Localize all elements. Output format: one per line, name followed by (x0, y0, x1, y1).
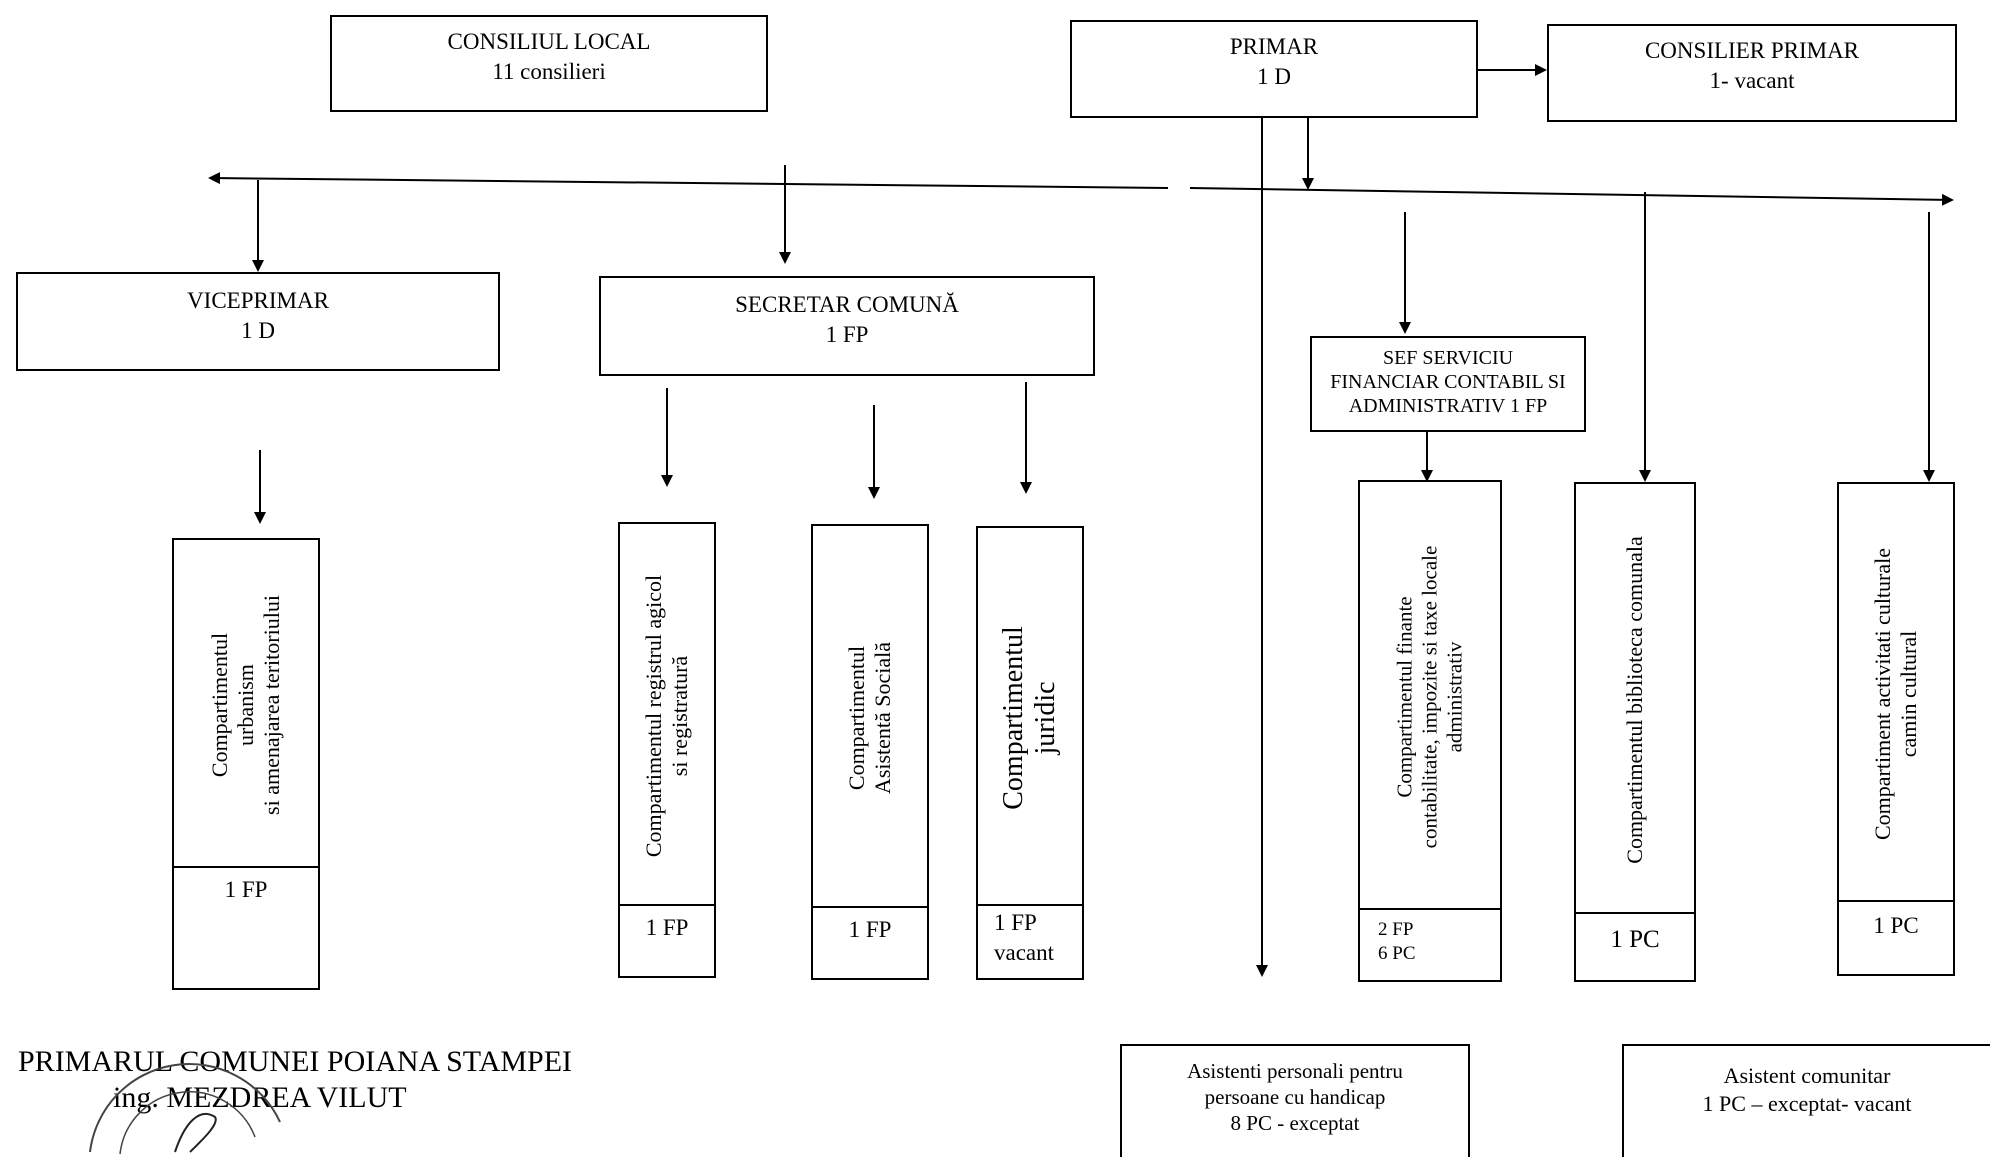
vicemayor-box: VICEPRIMAR 1 D (16, 272, 500, 371)
advisor-box: CONSILIER PRIMAR 1- vacant (1547, 24, 1957, 122)
dept-label-line: urbanism (233, 664, 258, 746)
finance-head-line3: ADMINISTRATIV 1 FP (1348, 395, 1548, 417)
signature-block: PRIMARUL COMUNEI POIANA STAMPEI ing. MEZ… (18, 1044, 572, 1116)
dept-staff: 1 FP (813, 906, 927, 978)
dept-label-line: administrativ (1442, 641, 1467, 753)
staff-status: vacant (994, 940, 1055, 965)
community-box: Asistent comunitar 1 PC – exceptat- vaca… (1622, 1044, 1990, 1157)
dept-label-line: Compartiment activitati culturale (1870, 547, 1895, 841)
dept-label-line: Compartimentul (207, 632, 232, 778)
staff-count: 2 FP (1378, 919, 1414, 940)
finance-head-line1: SEF SERVICIU (1382, 347, 1514, 369)
dept-registru-agricol: Compartimentul registrul agicol si regis… (618, 522, 716, 978)
mayor-box: PRIMAR 1 D (1070, 20, 1478, 118)
assistants-line1: Asistenti personali pentru (1187, 1059, 1403, 1083)
staff-count: 1 FP (224, 877, 268, 902)
dept-asistenta-sociala: Compartimentul Asistentă Socială 1 FP (811, 524, 929, 980)
dept-biblioteca: Compartimentul biblioteca comunala 1 PC (1574, 482, 1696, 982)
vicemayor-count: 1 D (241, 318, 275, 343)
secretary-box: SECRETAR COMUNĂ 1 FP (599, 276, 1095, 376)
secretary-title: SECRETAR COMUNĂ (735, 292, 959, 317)
advisor-status: 1- vacant (1709, 68, 1795, 93)
dept-activitati-culturale: Compartiment activitati culturale camin … (1837, 482, 1955, 976)
council-count: 11 consilieri (492, 59, 606, 84)
finance-head-line2: FINANCIAR CONTABIL SI (1330, 371, 1566, 393)
dept-label-line: Compartimentul (998, 626, 1029, 810)
assistants-line2: persoane cu handicap (1204, 1085, 1386, 1109)
dept-staff: 1 FP vacant (978, 904, 1082, 978)
dept-juridic: Compartimentul juridic 1 FP vacant (976, 526, 1084, 980)
dept-urbanism: Compartimentul urbanism si amenajarea te… (172, 538, 320, 990)
staff-count: 1 PC (1873, 913, 1919, 938)
assistants-box: Asistenti personali pentru persoane cu h… (1120, 1044, 1470, 1157)
dept-label-line: Asistentă Socială (870, 641, 895, 795)
staff-count: 1 PC (1610, 926, 1660, 953)
staff-count: 1 FP (994, 910, 1037, 935)
dept-staff: 2 FP 6 PC (1360, 908, 1500, 980)
community-line2: 1 PC – exceptat- vacant (1702, 1091, 1912, 1116)
dept-staff: 1 PC (1839, 900, 1953, 974)
main-bus-left (208, 172, 1169, 189)
dept-label-line: Compartimentul (844, 645, 869, 791)
finance-head-box: SEF SERVICIU FINANCIAR CONTABIL SI ADMIN… (1310, 336, 1586, 432)
dept-label-line: si registratură (667, 655, 692, 777)
staff-count: 1 FP (848, 917, 892, 942)
vicemayor-title: VICEPRIMAR (187, 288, 329, 313)
dept-staff: 1 PC (1576, 912, 1694, 980)
dept-label-line: si amenajarea teritoriului (259, 595, 284, 815)
dept-label-line: contabilitate, impozite si taxe locale (1417, 545, 1442, 849)
staff-count: 1 FP (645, 915, 689, 940)
council-title: CONSILIUL LOCAL (447, 29, 651, 54)
secretary-count: 1 FP (825, 322, 869, 347)
signature-title: PRIMARUL COMUNEI POIANA STAMPEI (18, 1045, 573, 1078)
mayor-count: 1 D (1257, 64, 1291, 89)
dept-staff: 1 FP (174, 866, 318, 988)
signature-scribble (174, 1112, 217, 1153)
dept-staff: 1 FP (620, 904, 714, 976)
dept-finante: Compartimentul finante contabilitate, im… (1358, 480, 1502, 982)
dept-label-line: Compartimentul finante (1392, 596, 1417, 798)
dept-label-line: Compartimentul biblioteca comunala (1622, 536, 1647, 864)
dept-label-line: camin cultural (1896, 630, 1921, 758)
assistants-line3: 8 PC - exceptat (1230, 1111, 1360, 1135)
mayor-title: PRIMAR (1229, 34, 1319, 59)
advisor-title: CONSILIER PRIMAR (1644, 38, 1860, 63)
staff-count: 6 PC (1378, 943, 1416, 964)
official-stamp (89, 1063, 281, 1155)
dept-label-line: juridic (1030, 681, 1061, 755)
community-line1: Asistent comunitar (1723, 1063, 1891, 1088)
main-bus-right (1189, 187, 1954, 206)
council-box: CONSILIUL LOCAL 11 consilieri (330, 15, 768, 112)
dept-label-line: Compartimentul registrul agicol (641, 574, 666, 858)
